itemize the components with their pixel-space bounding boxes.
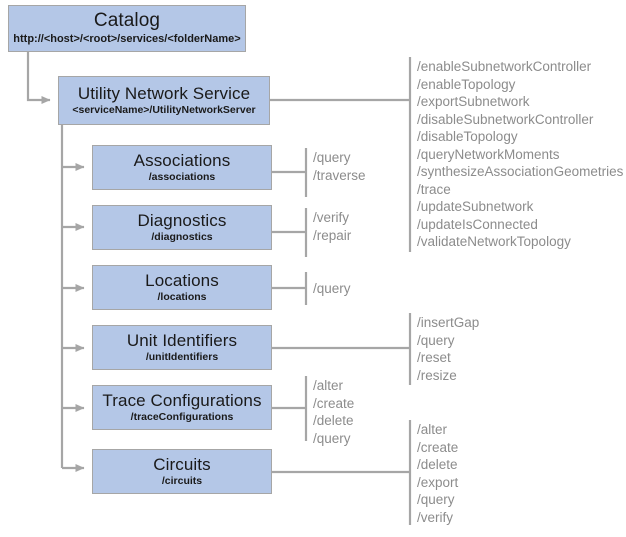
operations-trace-configurations-item: /alter <box>313 378 344 393</box>
operations-associations-item: /traverse <box>313 167 366 183</box>
node-locations-path: /locations <box>157 291 207 304</box>
operations-circuits-item: /verify <box>417 509 454 525</box>
operations-associations-item: /query <box>313 150 351 165</box>
operations-circuits-item: /export <box>417 474 459 490</box>
node-associations-path: /associations <box>148 171 216 184</box>
operations-associations: /query/traverse <box>313 149 366 184</box>
node-catalog-title: Catalog <box>93 10 161 32</box>
node-unit-identifiers-title: Unit Identifiers <box>126 330 238 350</box>
operations-circuits-item: /create <box>417 439 459 455</box>
operations-unit-identifiers-item: /reset <box>417 350 451 365</box>
operations-utility-network-service-item: /updateSubnetwork <box>417 199 534 214</box>
operations-utility-network-service: /enableSubnetworkController/enableTopolo… <box>417 58 623 251</box>
node-locations-title: Locations <box>145 270 219 290</box>
node-unit-identifiers[interactable]: Unit Identifiers /unitIdentifiers <box>92 325 272 370</box>
operations-locations-item: /query <box>313 281 351 296</box>
node-circuits-title: Circuits <box>153 454 211 474</box>
node-associations-title: Associations <box>133 150 231 170</box>
operations-trace-configurations: /alter/create/delete/query <box>313 377 354 447</box>
operations-unit-identifiers: /insertGap/query/reset/resize <box>417 314 479 384</box>
operations-utility-network-service-item: /queryNetworkMoments <box>417 146 560 162</box>
operations-utility-network-service-item: /disableTopology <box>417 129 518 144</box>
operations-unit-identifiers-item: /insertGap <box>417 315 480 330</box>
operations-utility-network-service-item: /disableSubnetworkController <box>417 111 594 127</box>
operations-unit-identifiers-item: /resize <box>417 367 457 383</box>
operations-locations: /query <box>313 280 351 298</box>
node-diagnostics-title: Diagnostics <box>137 210 227 230</box>
operations-utility-network-service-item: /validateNetworkTopology <box>417 234 571 249</box>
node-trace-configurations[interactable]: Trace Configurations /traceConfiguration… <box>92 385 272 430</box>
operations-utility-network-service-item: /enableSubnetworkController <box>417 59 592 74</box>
operations-utility-network-service-item: /trace <box>417 181 451 197</box>
node-locations[interactable]: Locations /locations <box>92 265 272 310</box>
node-trace-configurations-title: Trace Configurations <box>102 390 262 410</box>
operations-trace-configurations-item: /delete <box>313 413 354 428</box>
operations-unit-identifiers-item: /query <box>417 332 455 348</box>
operations-diagnostics-item: /repair <box>313 227 352 243</box>
node-utility-network-service[interactable]: Utility Network Service <serviceName>/Ut… <box>58 76 270 125</box>
node-trace-configurations-path: /traceConfigurations <box>130 411 234 424</box>
node-circuits[interactable]: Circuits /circuits <box>92 449 272 494</box>
node-associations[interactable]: Associations /associations <box>92 145 272 190</box>
operations-utility-network-service-item: /synthesizeAssociationGeometries <box>417 164 624 179</box>
node-unit-identifiers-path: /unitIdentifiers <box>145 351 219 364</box>
operations-circuits-item: /alter <box>417 422 448 437</box>
operations-diagnostics-item: /verify <box>313 210 350 225</box>
operations-utility-network-service-item: /exportSubnetwork <box>417 94 530 109</box>
operations-utility-network-service-item: /enableTopology <box>417 76 516 92</box>
operations-circuits-item: /query <box>417 492 455 507</box>
node-circuits-path: /circuits <box>161 475 203 488</box>
node-diagnostics-path: /diagnostics <box>151 231 213 244</box>
operations-trace-configurations-item: /query <box>313 430 351 446</box>
node-catalog[interactable]: Catalog http://<host>/<root>/services/<f… <box>8 5 246 52</box>
operations-trace-configurations-item: /create <box>313 395 355 411</box>
node-utility-network-service-path: <serviceName>/UtilityNetworkServer <box>72 104 256 117</box>
node-utility-network-service-title: Utility Network Service <box>77 83 251 103</box>
node-catalog-path: http://<host>/<root>/services/<folderNam… <box>13 33 241 46</box>
operations-utility-network-service-item: /updateIsConnected <box>417 216 538 232</box>
node-diagnostics[interactable]: Diagnostics /diagnostics <box>92 205 272 250</box>
operations-diagnostics: /verify/repair <box>313 209 351 244</box>
operations-circuits-item: /delete <box>417 457 458 472</box>
operations-circuits: /alter/create/delete/export/query/verify <box>417 421 458 526</box>
